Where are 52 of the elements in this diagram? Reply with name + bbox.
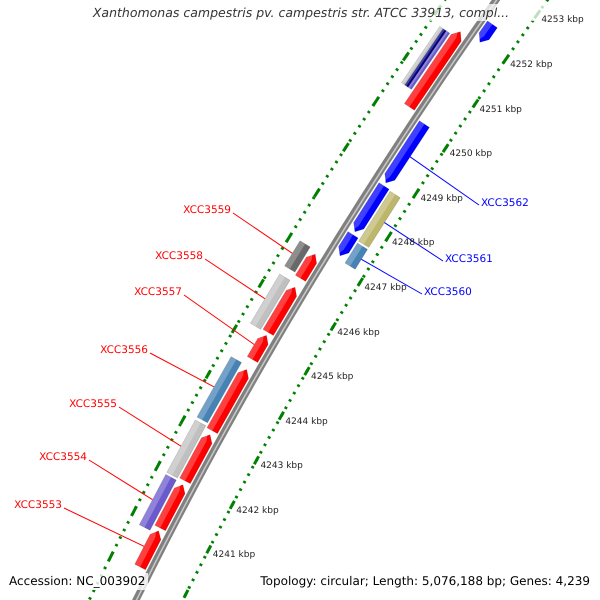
scale-label: 4247 kbp [364,282,407,294]
scale-label: 4243 kbp [260,461,303,472]
gene-block [284,240,311,273]
scale-label: 4242 kbp [236,506,279,517]
gene-bar [134,530,162,570]
gene-bar [294,252,317,282]
leader-line [184,294,255,345]
gene-label: XCC3561 [445,252,493,266]
scale-label: 4245 kbp [310,372,354,384]
scale-label: 4252 kbp [510,60,552,71]
gene-label: XCC3554 [39,450,87,464]
gene-bar [262,286,297,336]
scale-label: 4249 kbp [420,194,463,205]
leader-line [150,352,214,388]
leader-line [204,258,266,300]
gene-label: XCC3560 [424,285,472,299]
gene-label: XCC3553 [14,498,62,512]
leader-line [118,406,182,447]
gene-block [166,420,206,478]
gene-bar [383,120,430,184]
leader-line [384,222,444,262]
leader-line [232,212,293,254]
gene-bar [477,20,498,43]
gene-block [250,274,290,330]
gene-bar [206,368,249,434]
gene-bar [246,334,268,363]
gene-label: XCC3558 [155,249,203,263]
gene-bar [352,182,390,232]
gene-label: XCC3557 [134,285,182,299]
leader-line [360,258,422,294]
accession-text: Accession: NC_003902 [6,573,148,590]
gene-block [196,356,242,424]
scale-label: 4250 kbp [450,149,492,160]
scale-label: 4244 kbp [285,416,328,428]
gene-label: XCC3559 [183,203,231,217]
gene-label: XCC3555 [69,397,117,411]
gene-bar [179,433,212,484]
leader-line [88,460,153,500]
gene-block [344,242,368,270]
leader-line [64,508,144,547]
gene-label: XCC3556 [100,343,148,357]
scale-label: 4246 kbp [337,328,380,339]
gene-bar [154,483,186,532]
gene-block [138,474,177,531]
scale-label: 4253 kbp [541,15,584,26]
scale-label: 4241 kbp [212,550,256,562]
scale-label: 4251 kbp [479,104,522,116]
gene-label: XCC3562 [481,196,529,210]
gene-bar [338,231,359,256]
scale-label: 4248 kbp [392,238,434,250]
leader-line [410,156,480,206]
gene-bar [404,30,462,111]
